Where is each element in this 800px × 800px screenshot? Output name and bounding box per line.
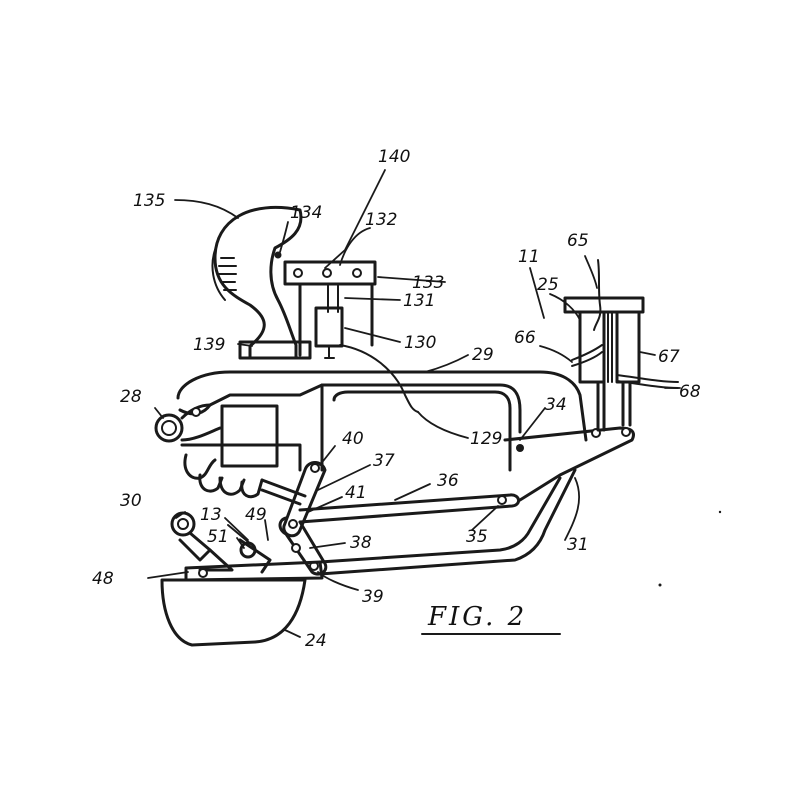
ref-132: 132: [365, 210, 397, 230]
ref-133: 133: [412, 273, 444, 293]
ref-38: 38: [350, 533, 372, 553]
ref-24: 24: [305, 631, 327, 651]
ref-31: 31: [567, 535, 589, 555]
ref-129: 129: [470, 429, 502, 449]
ref-140: 140: [378, 147, 410, 167]
actuator-bracket: [285, 262, 418, 412]
ref-30: 30: [120, 491, 142, 511]
ref-34: 34: [545, 395, 567, 415]
ref-131: 131: [403, 291, 435, 311]
ref-51: 51: [207, 527, 229, 547]
ref-68: 68: [679, 382, 701, 402]
reference-numerals: 140 135 134 132 133 131 130 139 29 129 2…: [92, 147, 701, 651]
ref-13: 13: [200, 505, 222, 525]
ref-48: 48: [92, 569, 114, 589]
ref-40: 40: [342, 429, 364, 449]
ref-11: 11: [518, 247, 540, 267]
ref-130: 130: [404, 333, 436, 353]
ref-41: 41: [345, 483, 367, 503]
ref-65: 65: [567, 231, 589, 251]
ref-134: 134: [290, 203, 322, 223]
ref-139: 139: [193, 335, 225, 355]
ref-36: 36: [437, 471, 459, 491]
ref-37: 37: [373, 451, 395, 471]
ref-49: 49: [245, 505, 267, 525]
ref-28: 28: [120, 387, 142, 407]
main-body: [156, 372, 586, 497]
ref-29: 29: [472, 345, 494, 365]
ref-25: 25: [537, 275, 559, 295]
bowl: [162, 562, 322, 645]
ref-39: 39: [362, 587, 384, 607]
ref-35: 35: [466, 527, 488, 547]
ref-67: 67: [658, 347, 680, 367]
ref-135: 135: [133, 191, 165, 211]
ref-66: 66: [514, 328, 536, 348]
figure-caption: FIG. 2: [422, 602, 560, 634]
figure-title: FIG. 2: [427, 602, 527, 632]
